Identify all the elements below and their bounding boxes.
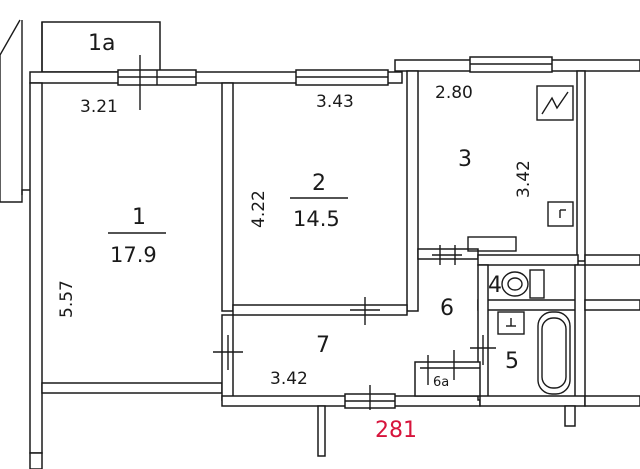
door-marks bbox=[139, 55, 496, 410]
room-label-5: 5 bbox=[505, 349, 519, 374]
room-label-1a: 1а bbox=[88, 31, 115, 56]
toilet-icon bbox=[501, 271, 529, 297]
dimension-label: 4.22 bbox=[249, 190, 269, 228]
toilet-tank-icon bbox=[529, 269, 545, 299]
room-area-1: 17.9 bbox=[110, 243, 157, 267]
room-label-6a: 6а bbox=[433, 375, 449, 390]
bath-sink-icon bbox=[497, 311, 525, 335]
dimension-label: 2.80 bbox=[435, 83, 473, 103]
windows bbox=[117, 56, 553, 409]
room-label-2: 2 bbox=[312, 171, 326, 196]
dimension-label: 3.43 bbox=[316, 92, 354, 112]
kitchen-sink-icon bbox=[547, 201, 574, 227]
apartment-number: 281 bbox=[375, 418, 417, 443]
counter-icon bbox=[467, 236, 517, 252]
room-label-4: 4 bbox=[488, 273, 502, 298]
dimension-label: 3.21 bbox=[80, 97, 118, 117]
room-label-6: 6 bbox=[440, 296, 454, 321]
fixtures bbox=[467, 85, 574, 395]
stove-icon bbox=[536, 85, 574, 121]
bathtub-icon bbox=[537, 311, 571, 395]
labels: 1а 3.21 3.43 2.80 1 17.9 2 14.5 3 3.42 4… bbox=[57, 31, 534, 443]
dimension-label: 5.57 bbox=[57, 280, 77, 318]
dimension-label: 3.42 bbox=[514, 160, 534, 198]
room-area-2: 14.5 bbox=[293, 207, 340, 231]
room-label-1: 1 bbox=[132, 205, 146, 230]
dimension-label: 3.42 bbox=[270, 369, 308, 389]
room-label-7: 7 bbox=[316, 333, 330, 358]
room-label-3: 3 bbox=[458, 147, 472, 172]
